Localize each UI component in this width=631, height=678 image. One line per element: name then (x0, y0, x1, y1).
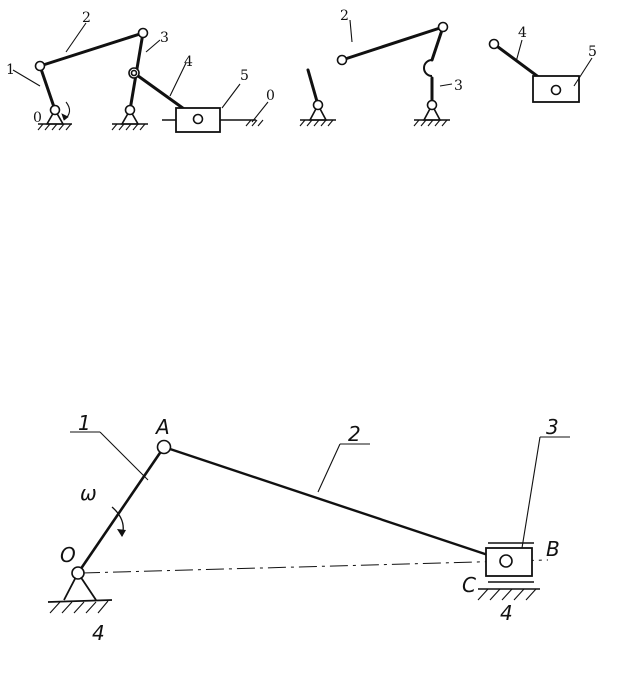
group-link-3-upper (430, 25, 445, 62)
label-link-4: 4 (184, 54, 193, 70)
joint-A (156, 439, 172, 455)
crank-link-1 (38, 64, 57, 112)
label-link-3: 3 (546, 415, 559, 439)
slider-ground-hatching (477, 588, 537, 601)
label-point-A: A (154, 415, 170, 439)
leader-lines-assembled (12, 22, 269, 123)
axis-line (81, 559, 549, 574)
label-frame-right: 0 (266, 88, 275, 104)
joint-B (499, 554, 513, 568)
ground-support-left (37, 108, 72, 131)
group-label-2: 2 (340, 8, 349, 24)
group-label-3: 3 (454, 78, 463, 94)
label-point-O: O (60, 543, 76, 567)
joint-1-2 (34, 60, 46, 72)
label-frame-left: 0 (33, 110, 42, 126)
group-label-5: 5 (588, 44, 597, 60)
label-link-1: 1 (6, 62, 15, 78)
label-link-1: 1 (78, 411, 91, 435)
label-link-5: 5 (240, 68, 249, 84)
guide-hatching (245, 119, 264, 127)
assur-group-2-3: 2 3 (299, 8, 463, 127)
ground-support-middle (111, 108, 148, 131)
slider-crank-mechanism: O A B C ω 1 2 3 4 4 (47, 411, 570, 645)
coupler-link-2 (38, 31, 145, 68)
label-link-2: 2 (82, 10, 91, 26)
joint-2-3 (137, 27, 149, 39)
group-link-2 (340, 25, 445, 62)
joint-ground-middle (124, 104, 136, 116)
leader-lines-bottom (70, 431, 570, 549)
assur-group-4-5: 4 5 (488, 25, 597, 103)
crank-OA (76, 446, 166, 574)
joint-4-5 (192, 113, 204, 125)
label-link-3: 3 (160, 30, 169, 46)
label-link-2: 2 (348, 422, 361, 446)
label-omega: ω (80, 481, 97, 505)
group-label-4: 4 (518, 25, 527, 41)
label-ground-right: 4 (500, 601, 513, 625)
joint-ground-left (49, 104, 61, 116)
assembled-mechanism: 1 2 3 4 5 0 0 (6, 10, 275, 133)
joint-O (71, 566, 85, 580)
joint-3-4 (128, 67, 140, 79)
label-point-C: C (462, 573, 476, 597)
label-ground-left: 4 (92, 621, 105, 645)
connecting-rod-AB (163, 445, 507, 563)
label-point-B: B (546, 537, 560, 561)
